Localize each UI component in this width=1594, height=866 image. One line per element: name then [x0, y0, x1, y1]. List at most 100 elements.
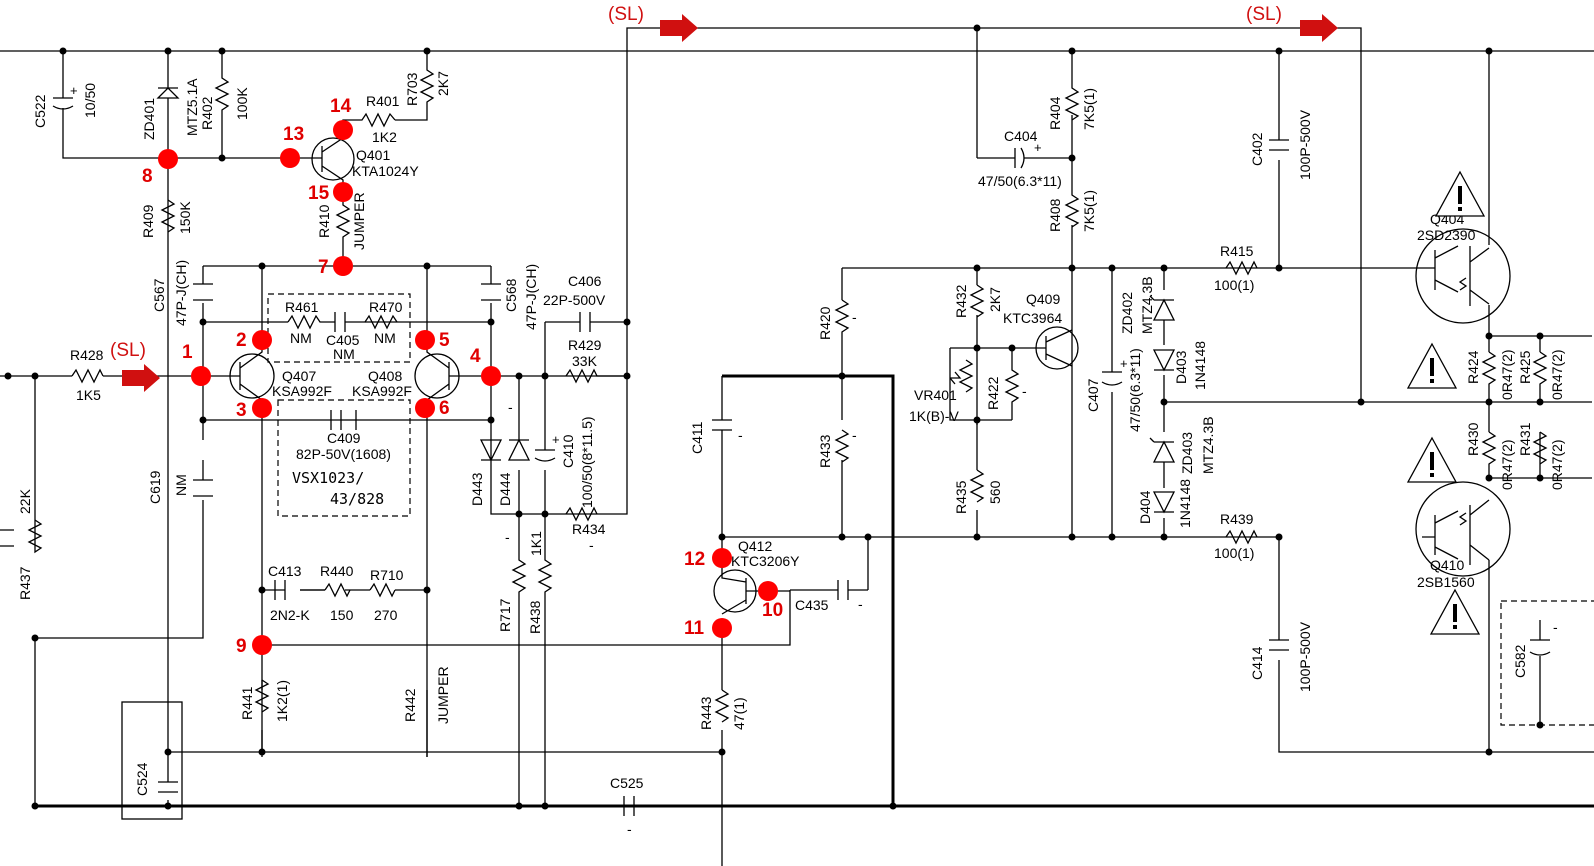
q404-transistor: Q404 2SD2390 — [1415, 211, 1511, 324]
svg-text:-: - — [627, 821, 632, 837]
svg-text:R442: R442 — [402, 688, 418, 722]
svg-text:VR401: VR401 — [914, 387, 957, 403]
svg-text:1K1: 1K1 — [528, 531, 544, 556]
svg-text:22K: 22K — [17, 488, 33, 514]
svg-text:C522: C522 — [32, 94, 48, 128]
r437-resistor: R437 22K — [0, 488, 43, 600]
zd403-zener: ZD403 MTZ4.3B — [1149, 416, 1216, 474]
svg-text:Q401: Q401 — [356, 147, 390, 163]
r432-resistor: R432 2K7 — [953, 284, 1003, 318]
diff-pair-wiring — [0, 240, 791, 806]
test-point-11: 11 — [684, 618, 732, 639]
r428-resistor: R428 1K5 — [70, 347, 104, 403]
svg-text:R432: R432 — [953, 284, 969, 318]
test-point-2: 2 — [236, 330, 272, 351]
svg-text:1K(B)-V: 1K(B)-V — [909, 408, 959, 424]
svg-text:R420: R420 — [817, 306, 833, 340]
svg-text:Q408: Q408 — [368, 368, 402, 384]
svg-text:100/50(8*11.5): 100/50(8*11.5) — [579, 416, 595, 508]
c402-capacitor: C402 100P-500V — [1249, 109, 1313, 180]
sl-label: (SL) — [1246, 4, 1282, 25]
svg-text:C411: C411 — [689, 421, 705, 454]
svg-text:2K7: 2K7 — [987, 287, 1003, 312]
svg-text:C404: C404 — [1004, 128, 1038, 144]
signal-arrow-icon — [1300, 14, 1338, 42]
svg-text:R415: R415 — [1220, 243, 1254, 259]
svg-text:C413: C413 — [268, 563, 302, 579]
svg-text:R435: R435 — [953, 480, 969, 514]
svg-text:C410: C410 — [560, 434, 576, 468]
svg-text:10: 10 — [762, 600, 783, 621]
c404-capacitor: + C404 47/50(6.3*11) — [977, 128, 1072, 189]
r442-resistor: R442 JUMPER — [402, 666, 451, 724]
svg-text:2: 2 — [236, 330, 247, 351]
svg-text:KTC3206Y: KTC3206Y — [731, 553, 800, 569]
r717-r438-resistors: R717 - R438 1K1 — [497, 514, 553, 806]
svg-text:100K: 100K — [234, 87, 250, 120]
svg-text:C402: C402 — [1249, 132, 1265, 166]
test-point-12: 12 — [684, 548, 732, 570]
test-point-1: 1 — [182, 342, 211, 386]
r430-r431-resistors: R430 0R47(2) R431 0R47(2) — [1465, 422, 1565, 490]
svg-text:R431: R431 — [1517, 422, 1533, 456]
r410-resistor: R410 JUMPER — [316, 192, 367, 266]
svg-text:R401: R401 — [366, 93, 400, 109]
svg-text:560: 560 — [987, 480, 1003, 504]
q408-transistor: Q408 KSA992F — [352, 349, 460, 405]
r435-resistor: R435 560 — [953, 469, 1003, 514]
svg-text:2K7: 2K7 — [435, 71, 451, 96]
svg-text:47/50(6.3*11): 47/50(6.3*11) — [1127, 348, 1143, 432]
c524-capacitor: C524 — [121, 701, 183, 820]
warning-triangle-icon — [1430, 589, 1480, 635]
svg-text:Q410: Q410 — [1430, 557, 1464, 573]
svg-text:15: 15 — [308, 183, 330, 204]
svg-text:12: 12 — [684, 549, 705, 570]
r404-resistor: R404 7K5(1) — [1047, 75, 1097, 130]
svg-text:-: - — [508, 399, 513, 415]
svg-text:C414: C414 — [1249, 646, 1265, 680]
svg-text:1: 1 — [182, 342, 193, 363]
sl-label: (SL) — [110, 340, 146, 361]
test-point-9: 9 — [236, 635, 272, 657]
svg-text:C409: C409 — [327, 430, 361, 446]
test-point-14: 14 — [330, 96, 353, 140]
svg-text:C619: C619 — [147, 470, 163, 504]
variant-box: C409 82P-50V(1608) VSX1023/ 43/828 — [277, 399, 411, 517]
svg-text:R408: R408 — [1047, 198, 1063, 232]
nm-option-box: R461 NM R470 NM C405 NM — [267, 293, 411, 363]
svg-text:7: 7 — [318, 257, 329, 278]
q410-transistor: Q410 2SB1560 — [1415, 481, 1511, 590]
svg-text:-: - — [1553, 619, 1558, 635]
svg-text:270: 270 — [374, 607, 398, 623]
signal-arrow-icon — [122, 364, 160, 392]
svg-text:R710: R710 — [370, 567, 404, 583]
svg-text:KSA992F: KSA992F — [352, 383, 412, 399]
svg-text:3: 3 — [236, 400, 247, 421]
svg-text:-: - — [589, 537, 594, 553]
svg-text:-: - — [738, 427, 743, 443]
c414-capacitor: C414 100P-500V — [1249, 621, 1313, 692]
svg-text:0R47(2): 0R47(2) — [1499, 349, 1515, 400]
svg-text:KTC3964: KTC3964 — [1003, 310, 1062, 326]
svg-text:+: + — [1034, 140, 1042, 155]
svg-text:NM: NM — [374, 330, 396, 346]
svg-text:R470: R470 — [369, 299, 403, 315]
svg-text:R717: R717 — [497, 598, 513, 632]
svg-text:R461: R461 — [285, 299, 319, 315]
test-point-7: 7 — [318, 256, 353, 278]
svg-text:0R47(2): 0R47(2) — [1549, 349, 1565, 400]
svg-text:R428: R428 — [70, 347, 104, 363]
test-point-15: 15 — [308, 182, 353, 204]
svg-text:JUMPER: JUMPER — [351, 192, 367, 250]
c525-capacitor: C525 - — [610, 775, 644, 837]
svg-text:+: + — [552, 432, 560, 447]
svg-text:7K5(1): 7K5(1) — [1081, 88, 1097, 130]
r441-resistor: R441 1K2(1) — [239, 679, 290, 722]
test-point-10: 10 — [758, 581, 783, 621]
svg-text:150K: 150K — [177, 201, 193, 234]
svg-text:10/50: 10/50 — [82, 83, 98, 118]
test-point-6: 6 — [415, 398, 450, 419]
svg-text:MTZ4.3B: MTZ4.3B — [1200, 416, 1216, 474]
feedback-cluster: + C406 22P-500V R429 33K C410 100/50(8*1… — [469, 273, 628, 553]
svg-text:C568: C568 — [503, 278, 519, 312]
